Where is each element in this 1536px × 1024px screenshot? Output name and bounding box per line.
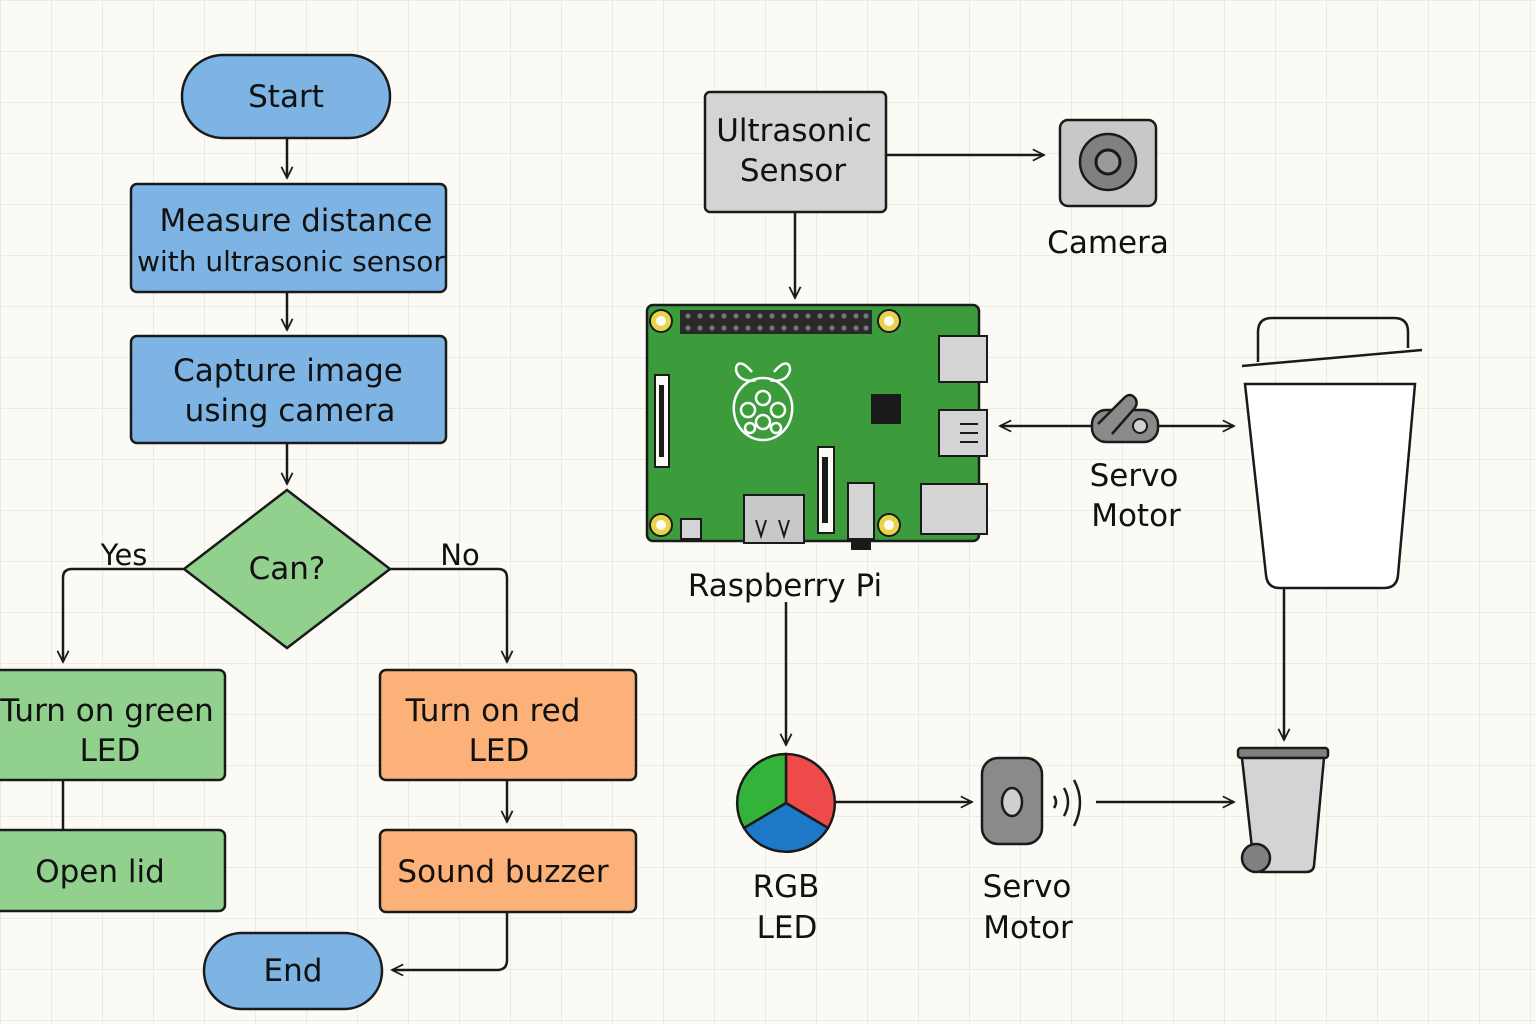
usb-port-2 xyxy=(938,409,988,457)
hardware-diagram: Ultrasonic Sensor Camera xyxy=(645,90,1423,946)
camera-node: Camera xyxy=(1047,118,1169,261)
start-terminal-shape xyxy=(180,53,392,140)
yes-label: Yes xyxy=(100,538,148,572)
red-led-label-line2: LED xyxy=(469,733,530,769)
rgb-led-label-line2: LED xyxy=(757,910,818,946)
usb-port-1 xyxy=(938,335,988,383)
measure-label-line1: Measure distance xyxy=(160,203,433,239)
capture-label-line1: Capture image xyxy=(173,353,403,389)
end-node: End xyxy=(202,931,384,1011)
bin-cup-body xyxy=(1243,382,1417,590)
flowchart: Start Measure distance with ultrasonic s… xyxy=(0,53,638,1011)
servo-bottom-label-line2: Motor xyxy=(983,910,1073,946)
mounting-holes xyxy=(649,309,901,537)
decision-node: Can? xyxy=(181,488,393,650)
end-terminal-shape xyxy=(202,931,384,1011)
ultrasonic-sensor-box xyxy=(703,90,888,214)
cpu-chip xyxy=(871,394,901,424)
capture-box xyxy=(129,334,448,445)
red-led-box xyxy=(378,668,638,782)
ultrasonic-sensor-node: Ultrasonic Sensor xyxy=(703,90,888,214)
buzzer-label: Sound buzzer xyxy=(397,854,608,890)
camera-label: Camera xyxy=(1047,225,1169,261)
arrow-yes-branch xyxy=(63,567,184,662)
start-label: Start xyxy=(248,79,324,115)
camera-icon xyxy=(1058,118,1158,208)
capture-node: Capture image using camera xyxy=(129,334,448,445)
buzzer-node: Sound buzzer xyxy=(378,828,638,914)
open-lid-node: Open lid xyxy=(0,828,227,913)
capture-label-line2: using camera xyxy=(185,393,396,429)
raspberry-logo-icon xyxy=(732,362,794,442)
rgb-led-label-line1: RGB xyxy=(753,869,820,905)
no-label: No xyxy=(440,538,479,572)
measure-node: Measure distance with ultrasonic sensor xyxy=(129,182,448,294)
power-port xyxy=(680,518,702,540)
raspberry-pi-board: Raspberry Pi xyxy=(645,303,988,604)
rgb-led-icon xyxy=(735,752,837,854)
gpio-pins xyxy=(685,313,869,331)
measure-label-line2: with ultrasonic sensor xyxy=(137,245,445,278)
measure-box xyxy=(129,182,448,294)
hdmi-port xyxy=(743,494,805,544)
servo-motor-bottom-node: Servo Motor xyxy=(980,756,1082,946)
buzzer-box xyxy=(378,828,638,914)
open-lid-label: Open lid xyxy=(35,854,165,890)
servo-bottom-label-line1: Servo xyxy=(983,869,1072,905)
trash-bin-icon xyxy=(1236,746,1330,874)
decision-diamond xyxy=(181,488,393,650)
red-led-label-line1: Turn on red xyxy=(405,693,581,729)
open-lid-box xyxy=(0,828,227,913)
rgb-led-node: RGB LED xyxy=(735,752,837,946)
hardware-connectors xyxy=(786,155,1284,802)
red-led-node: Turn on red LED xyxy=(378,668,638,782)
bin-lid-icon xyxy=(1241,316,1423,590)
green-led-node: Turn on green LED xyxy=(0,668,227,782)
servo-motor-icon xyxy=(1090,393,1160,444)
ultrasonic-label-line2: Sensor xyxy=(740,153,847,189)
servo-top-label-line1: Servo xyxy=(1090,458,1179,494)
audio-jack xyxy=(847,482,875,540)
green-led-label-line2: LED xyxy=(80,733,141,769)
end-label: End xyxy=(264,953,323,989)
start-node: Start xyxy=(180,53,392,140)
servo-top-label-line2: Motor xyxy=(1091,498,1181,534)
ethernet-port xyxy=(920,483,988,535)
arrow-no-branch xyxy=(390,567,507,662)
green-led-label-line1: Turn on green xyxy=(0,693,214,729)
arrow-buzzer-to-end xyxy=(392,912,509,970)
decision-label: Can? xyxy=(249,551,326,587)
speaker-icon xyxy=(980,756,1082,846)
servo-motor-top-node: Servo Motor xyxy=(1090,393,1181,534)
raspberry-pi-label: Raspberry Pi xyxy=(688,568,882,604)
flow-connectors xyxy=(63,138,507,970)
ultrasonic-label-line1: Ultrasonic xyxy=(716,113,872,149)
green-led-box xyxy=(0,668,227,782)
